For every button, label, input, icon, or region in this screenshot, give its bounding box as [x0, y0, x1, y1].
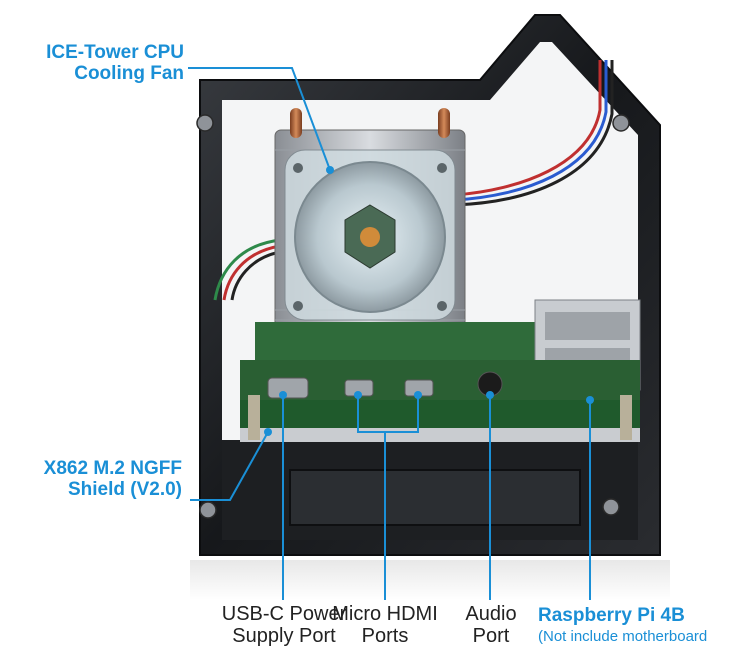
- shield-callout: X862 M.2 NGFF Shield (V2.0): [0, 458, 182, 501]
- pi-callout-title: Raspberry Pi 4B: [538, 605, 685, 626]
- pi-callout-note: (Not include motherboard: [538, 628, 708, 646]
- x862-shield-board: [240, 395, 640, 442]
- callout-dots: [264, 166, 594, 436]
- fan-callout-line1: ICE-Tower CPU: [46, 42, 184, 63]
- usbc-callout-line1: USB-C Power: [221, 603, 347, 625]
- fan-callout: ICE-Tower CPU Cooling Fan: [0, 42, 184, 85]
- case-base-slot: [289, 469, 581, 526]
- usbc-callout-line2: Supply Port: [232, 625, 336, 648]
- callout-lines: [188, 67, 591, 600]
- floor-reflection: [190, 560, 670, 600]
- hdmi-callout-line1: Micro HDMI: [332, 603, 438, 625]
- shield-callout-line2: Shield (V2.0): [67, 479, 182, 501]
- fan: [284, 149, 456, 321]
- fan-cables: [213, 60, 614, 301]
- hdmi-callout-line2: Ports: [361, 625, 409, 648]
- usbc-callout: USB-C Power Supply Port: [218, 603, 350, 648]
- pi-callout: Raspberry Pi 4B (Not include motherboard: [538, 605, 740, 646]
- audio-callout-line2: Port: [472, 625, 510, 648]
- audio-callout-line1: Audio: [465, 603, 517, 625]
- hdmi-callout: Micro HDMI Ports: [318, 603, 452, 648]
- screws: [196, 114, 630, 519]
- shield-callout-line1: X862 M.2 NGFF: [43, 458, 182, 479]
- fan-callout-line2: Cooling Fan: [74, 63, 184, 85]
- audio-callout: Audio Port: [456, 603, 526, 648]
- raspberry-pi-board: [240, 299, 641, 400]
